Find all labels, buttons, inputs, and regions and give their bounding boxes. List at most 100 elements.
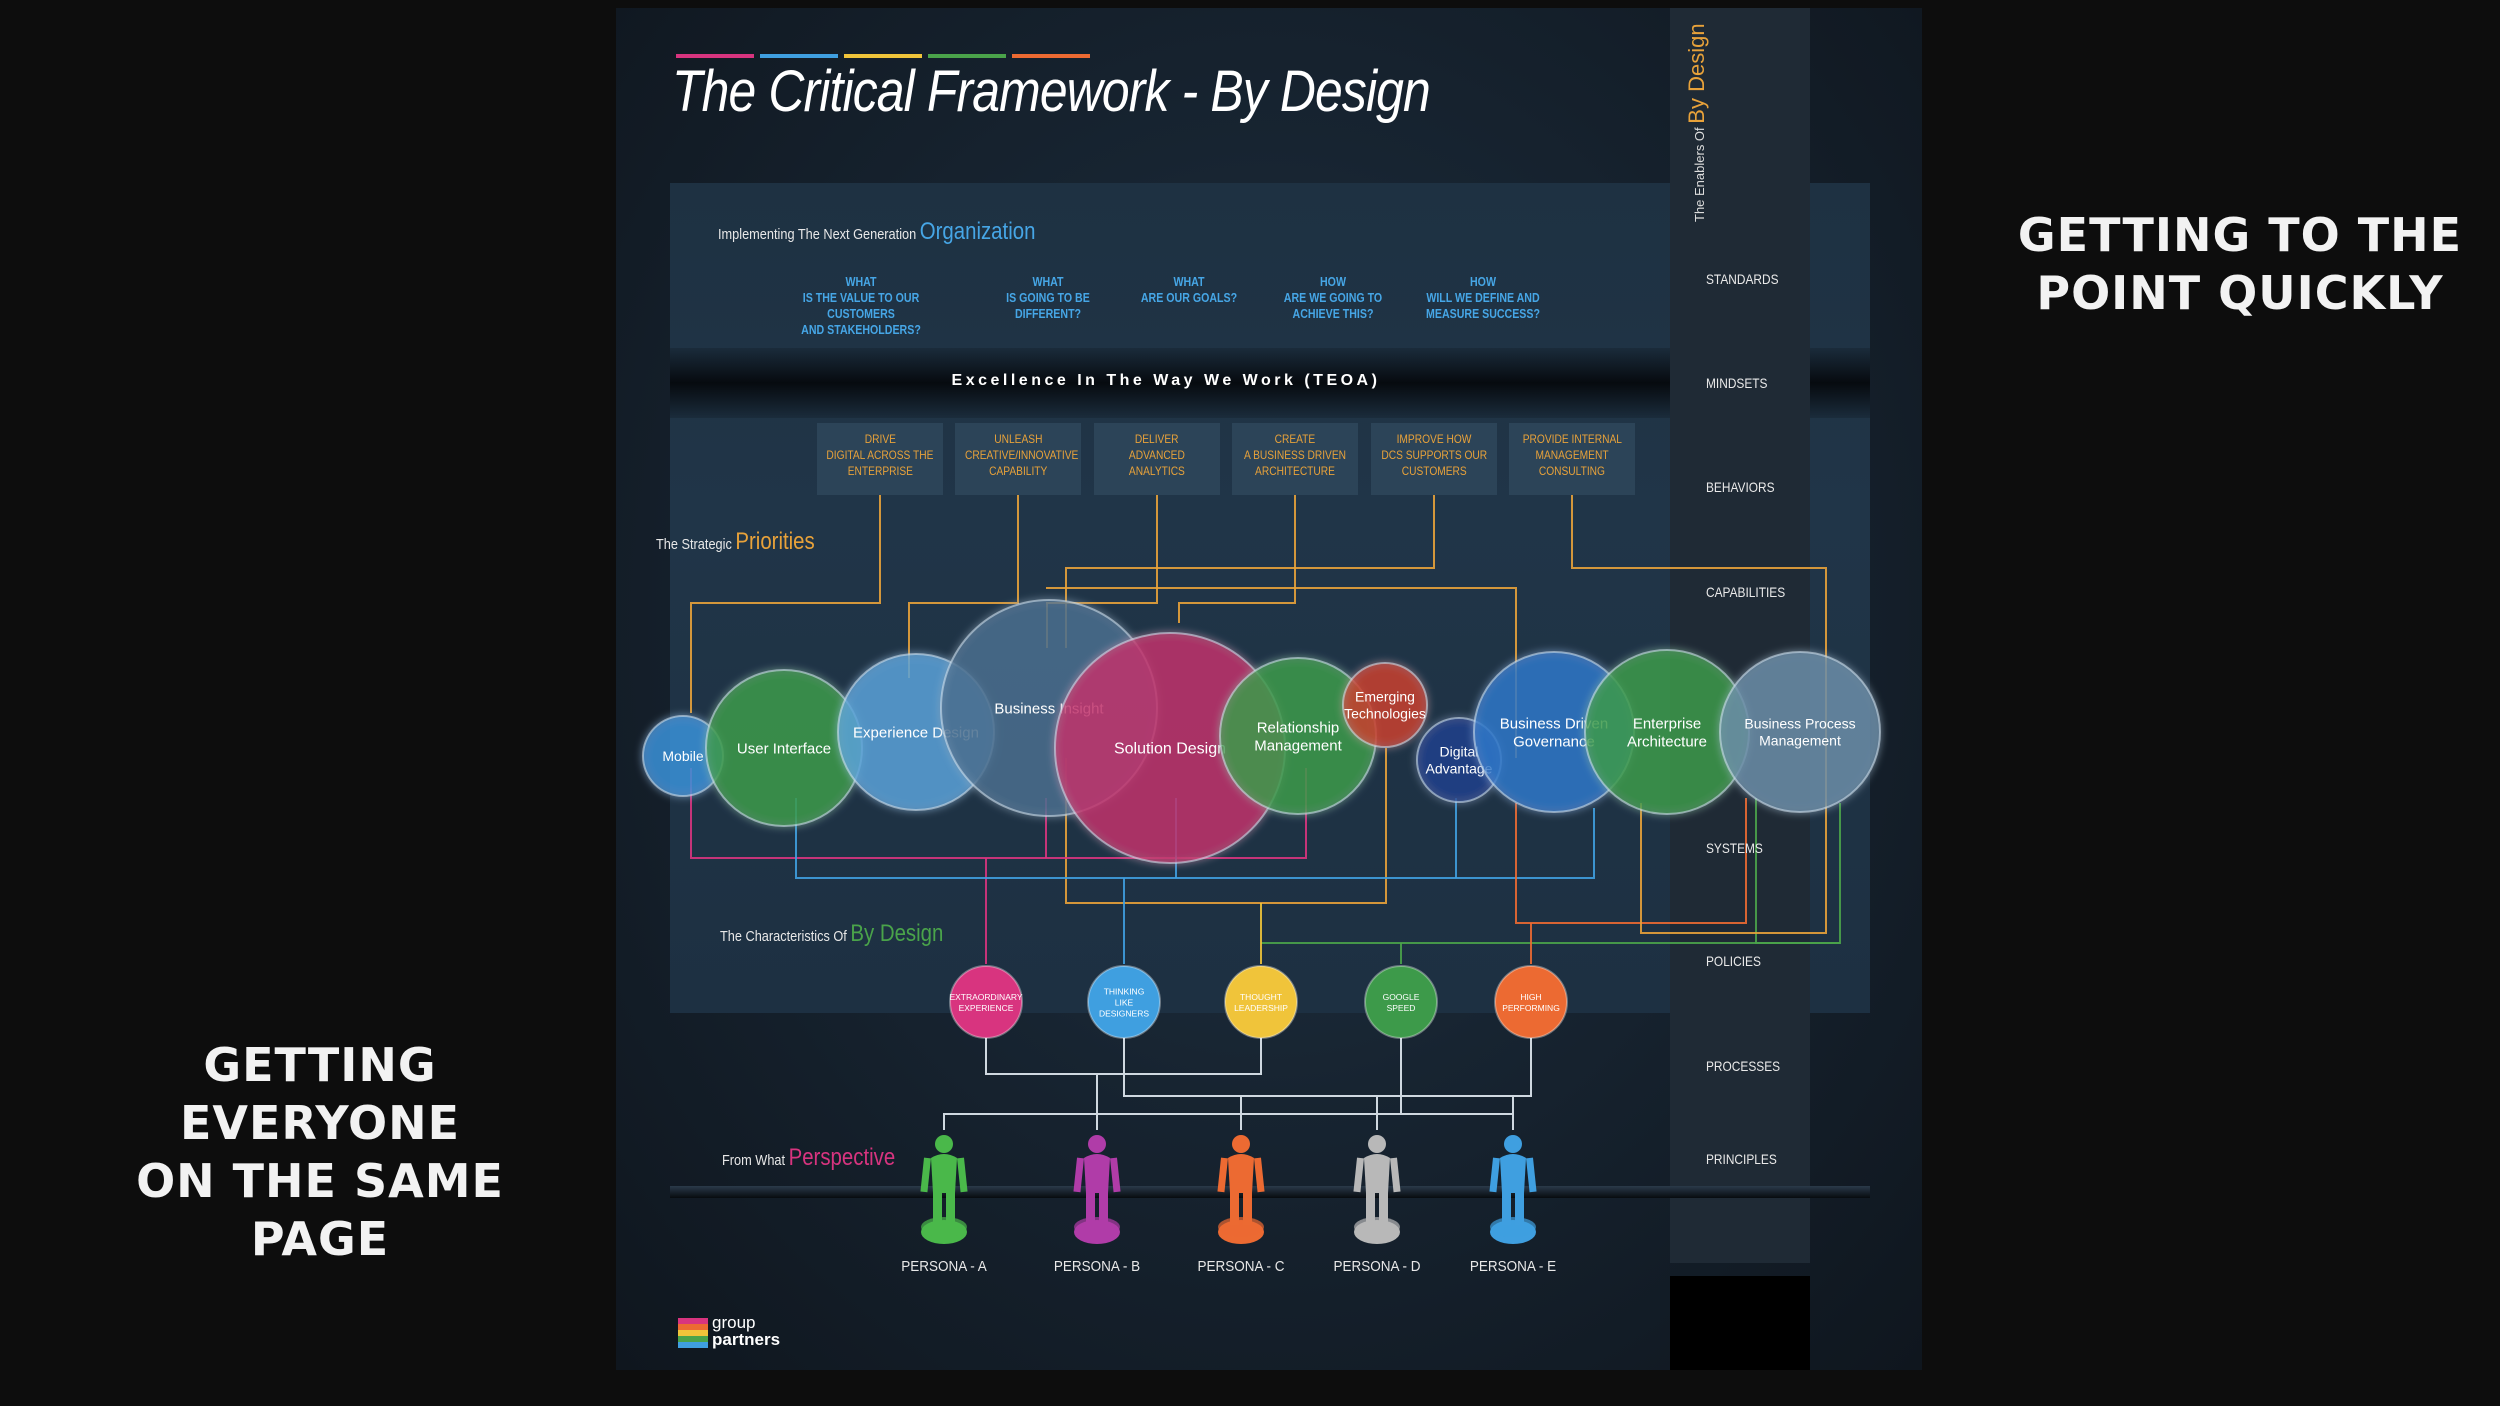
question-line: WHAT <box>845 275 877 289</box>
persona-label: PERSONA - B <box>1053 1258 1141 1275</box>
heading-lead: Implementing The Next Generation <box>718 226 917 243</box>
question-line: MEASURE SUCCESS? <box>1426 307 1540 321</box>
characteristic-label: GOOGLE <box>1383 992 1420 1002</box>
question-line: ARE OUR GOALS? <box>1140 291 1238 305</box>
priority-text: CREATE <box>1274 432 1316 446</box>
capability-label: Business Process <box>1744 715 1855 731</box>
question-line: DIFFERENT? <box>1014 307 1082 321</box>
caption-same-page: GETTING EVERYONE ON THE SAME PAGE <box>80 1036 560 1268</box>
priority-line: MANAGEMENT <box>1509 447 1635 463</box>
enablers-heading: The Enablers Of By Design <box>1684 23 1710 222</box>
priority-text: ANALYTICS <box>1129 464 1185 478</box>
priority-text: IMPROVE HOW <box>1396 432 1472 446</box>
capability-label: User Interface <box>737 740 831 757</box>
priority-text: DIGITAL ACROSS THE <box>826 448 934 462</box>
capability-label: Governance <box>1513 733 1595 750</box>
color-bar <box>928 54 1006 58</box>
capability-label: Management <box>1759 732 1841 748</box>
question-line: WHAT <box>1173 275 1205 289</box>
enabler-item: MINDSETS <box>1706 375 1768 391</box>
characteristic-label: PERFORMING <box>1502 1003 1560 1013</box>
heading-highlight: Perspective <box>788 1144 896 1171</box>
capability-label: Mobile <box>662 748 703 764</box>
logo-wordmark: group partners <box>712 1314 780 1348</box>
capability-label: Architecture <box>1627 733 1707 750</box>
priority-text: A BUSINESS DRIVEN <box>1243 448 1347 462</box>
characteristic-label: LEADERSHIP <box>1234 1003 1288 1013</box>
enabler-item: POLICIES <box>1706 953 1761 969</box>
priorities-heading: The Strategic Priorities <box>656 528 815 556</box>
question-line: ARE WE GOING TO <box>1283 291 1383 305</box>
heading-highlight: By Design <box>850 920 944 947</box>
perspective-connector <box>1123 1038 1532 1097</box>
enabler-item: PRINCIPLES <box>1706 1151 1777 1167</box>
question-line: WHAT <box>1032 275 1064 289</box>
priority-line: CONSULTING <box>1509 463 1635 479</box>
teoa-heading: Excellence In The Way We Work (TEOA) <box>951 372 1381 389</box>
priority-line: ENTERPRISE <box>817 463 943 479</box>
caption-line: ON THE SAME PAGE <box>136 1154 504 1266</box>
connector-line <box>908 495 1019 678</box>
priority-line: UNLEASH <box>955 431 1081 447</box>
priority-text: CONSULTING <box>1538 464 1606 478</box>
connector-line <box>690 495 881 713</box>
poster-title: The Critical Framework - By Design <box>672 59 1431 124</box>
color-bar <box>1012 54 1090 58</box>
persona-stage <box>670 1186 1870 1198</box>
persona-figure-icon <box>1217 1135 1265 1244</box>
question-line: ACHIEVE THIS? <box>1292 307 1374 321</box>
priority-text: CUSTOMERS <box>1401 464 1467 478</box>
question-line: WILL WE DEFINE AND <box>1426 291 1540 305</box>
capability-label: Technologies <box>1344 705 1426 721</box>
question-line: AND STAKEHOLDERS? <box>801 323 921 337</box>
caption-line: GETTING TO THE <box>2017 208 2463 262</box>
priority-text: MANAGEMENT <box>1535 448 1609 462</box>
characteristic-label: DESIGNERS <box>1099 1009 1149 1019</box>
connector-line <box>1065 495 1435 648</box>
capability-label: Solution Design <box>1114 741 1226 758</box>
characteristic-label: THINKING <box>1104 987 1145 997</box>
caption-getting-to-the-point: GETTING TO THE POINT QUICKLY <box>2000 206 2480 322</box>
persona-label: PERSONA - C <box>1197 1258 1285 1275</box>
characteristic-circle <box>1494 965 1568 1039</box>
enabler-item: PROCESSES <box>1706 1058 1781 1074</box>
characteristic-circle <box>1087 965 1161 1039</box>
color-bar <box>844 54 922 58</box>
priority-text: CAPABILITY <box>988 464 1048 478</box>
capability-label: Digital <box>1440 743 1479 759</box>
question-line: IS GOING TO BE <box>1006 291 1090 305</box>
enablers-rail <box>1670 8 1810 1263</box>
priority-text: DRIVE <box>864 432 896 446</box>
priority-line: CUSTOMERS <box>1371 463 1497 479</box>
persona-figure-icon <box>1073 1135 1121 1244</box>
organization-heading: Implementing The Next Generation Organiz… <box>718 218 1035 246</box>
priority-line: DRIVE <box>817 431 943 447</box>
priority-line: A BUSINESS DRIVEN <box>1232 447 1358 463</box>
heading-lead: The Characteristics Of <box>720 928 847 945</box>
group-partners-logo: group partners <box>678 1314 780 1353</box>
priority-line: IMPROVE HOW <box>1371 431 1497 447</box>
connector-line <box>1515 798 1747 924</box>
priority-line: CREATIVE/INNOVATIVE <box>955 447 1081 463</box>
priority-text: ENTERPRISE <box>847 464 913 478</box>
priority-text: DCS SUPPORTS OUR <box>1381 448 1487 462</box>
connector-line <box>795 798 1595 879</box>
persona-label: PERSONA - E <box>1469 1258 1557 1275</box>
enabler-item: SYSTEMS <box>1706 840 1763 856</box>
heading-highlight: Organization <box>919 218 1036 245</box>
characteristic-label: EXPERIENCE <box>959 1003 1014 1013</box>
priority-line: CREATE <box>1232 431 1358 447</box>
priority-line: PROVIDE INTERNAL <box>1509 431 1635 447</box>
connector-line <box>1755 798 1841 944</box>
heading-lead: From What <box>722 1152 786 1169</box>
capability-label: Relationship <box>1257 719 1340 736</box>
priority-line: DCS SUPPORTS OUR <box>1371 447 1497 463</box>
capability-label: Emerging <box>1355 688 1415 704</box>
question-item: WHAT IS GOING TO BE DIFFERENT? <box>967 274 1129 322</box>
enabler-item: CAPABILITIES <box>1706 584 1786 600</box>
heading-lead: The Strategic <box>656 536 732 553</box>
